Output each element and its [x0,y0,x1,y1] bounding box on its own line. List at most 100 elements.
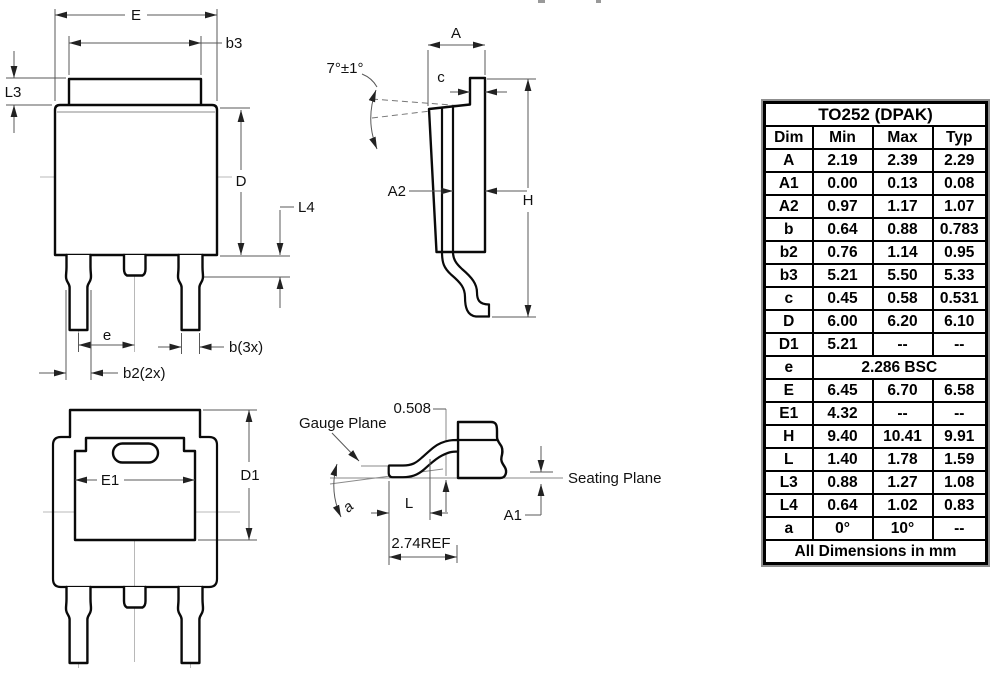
max-cell: 10° [871,516,934,541]
dim-label-H: H [523,192,534,209]
detail-package-body [456,420,508,480]
min-cell: 0.64 [811,217,874,242]
typ-cell: 0.08 [931,171,988,196]
detail-labels: 0.508 Gauge Plane Seating Plane a L A1 2… [299,400,661,552]
header-dim: Dim [763,125,814,150]
header-min: Min [811,125,874,150]
dim-label-e: e [103,327,111,344]
back-dimension-lines [75,410,253,540]
min-cell: 5.21 [811,332,874,357]
min-cell: 0° [811,516,874,541]
min-cell: 0.97 [811,194,874,219]
front-tab [67,77,203,107]
header-max: Max [871,125,934,150]
typ-cell: -- [931,516,988,541]
back-view-drawing: E1 D1 [43,408,260,668]
typ-cell: 9.91 [931,424,988,449]
front-dimension-lines [10,11,294,377]
dim-label-b-3x: b(3x) [229,339,263,356]
typ-cell: 1.07 [931,194,988,219]
max-cell: -- [871,401,934,426]
dim-label-D: D [236,173,247,190]
dim-cell: e [763,355,814,380]
max-cell: 1.14 [871,240,934,265]
min-cell: 9.40 [811,424,874,449]
dim-label-angle-a: a [340,498,358,516]
dim-label-ref: 2.74REF [391,535,450,552]
min-cell: 4.32 [811,401,874,426]
side-view-drawing: A 7°±1° c A2 H [327,0,601,318]
dim-cell: E [763,378,814,403]
min-cell: 2.19 [811,148,874,173]
dim-cell: H [763,424,814,449]
side-angle-construction [361,73,465,150]
max-cell: 0.13 [871,171,934,196]
dim-label-E1: E1 [101,472,119,489]
dim-label-E: E [131,7,141,24]
front-package-body [53,103,219,257]
max-cell: 6.20 [871,309,934,334]
min-cell: 1.40 [811,447,874,472]
lead-detail-drawing: 0.508 Gauge Plane Seating Plane a L A1 2… [299,400,661,565]
dim-cell: b3 [763,263,814,288]
dim-label-gauge-offset: 0.508 [393,400,431,417]
back-tab [68,408,202,439]
table-title-row: TO252 (DPAK) [763,101,988,127]
dim-cell: b2 [763,240,814,265]
lead-center-stub [122,585,147,609]
min-cell: 0.76 [811,240,874,265]
dim-cell: A2 [763,194,814,219]
detail-lead-foot [387,438,460,479]
table-header-row: Dim Min Max Typ [763,125,988,150]
dim-cell: A1 [763,171,814,196]
back-exposed-pad [73,436,197,542]
dim-label-A: A [451,25,461,42]
dim-cell: D [763,309,814,334]
lead-left [64,253,93,332]
dim-cell: a [763,516,814,541]
dim-cell: c [763,286,814,311]
min-cell: 0.88 [811,470,874,495]
max-cell: 1.02 [871,493,934,518]
max-cell: 2.39 [871,148,934,173]
typ-cell: 0.531 [931,286,988,311]
max-cell: 0.88 [871,217,934,242]
back-tab-slot [111,442,160,464]
min-cell: 6.00 [811,309,874,334]
dim-label-c: c [437,69,445,86]
side-dimension-lines [409,41,532,317]
min-cell: 0.45 [811,286,874,311]
max-cell: 5.50 [871,263,934,288]
front-dimension-labels: E b3 L3 D L4 e b(3x) b2(2x) [5,7,315,382]
front-leads [64,253,205,332]
gauge-plane-label: Gauge Plane [299,415,387,432]
cropped-text-artifact [538,0,601,3]
typ-cell: 5.33 [931,263,988,288]
dim-cell: A [763,148,814,173]
dim-label-b3: b3 [226,35,243,52]
max-cell: 1.78 [871,447,934,472]
dim-label-A2: A2 [388,183,406,200]
max-cell: 1.27 [871,470,934,495]
detail-dimension-lines [330,408,553,565]
typ-cell: 0.783 [931,217,988,242]
dim-label-D1: D1 [240,467,259,484]
front-view-drawing: E b3 L3 D L4 e b(3x) b2(2x) [5,7,315,382]
span-cell: 2.286 BSC [811,355,988,380]
lead-left [64,585,93,665]
dim-cell: L4 [763,493,814,518]
dim-label-L: L [405,495,413,512]
lead-right [176,253,205,332]
typ-cell: 1.08 [931,470,988,495]
dim-label-b2-2x: b2(2x) [123,365,166,382]
